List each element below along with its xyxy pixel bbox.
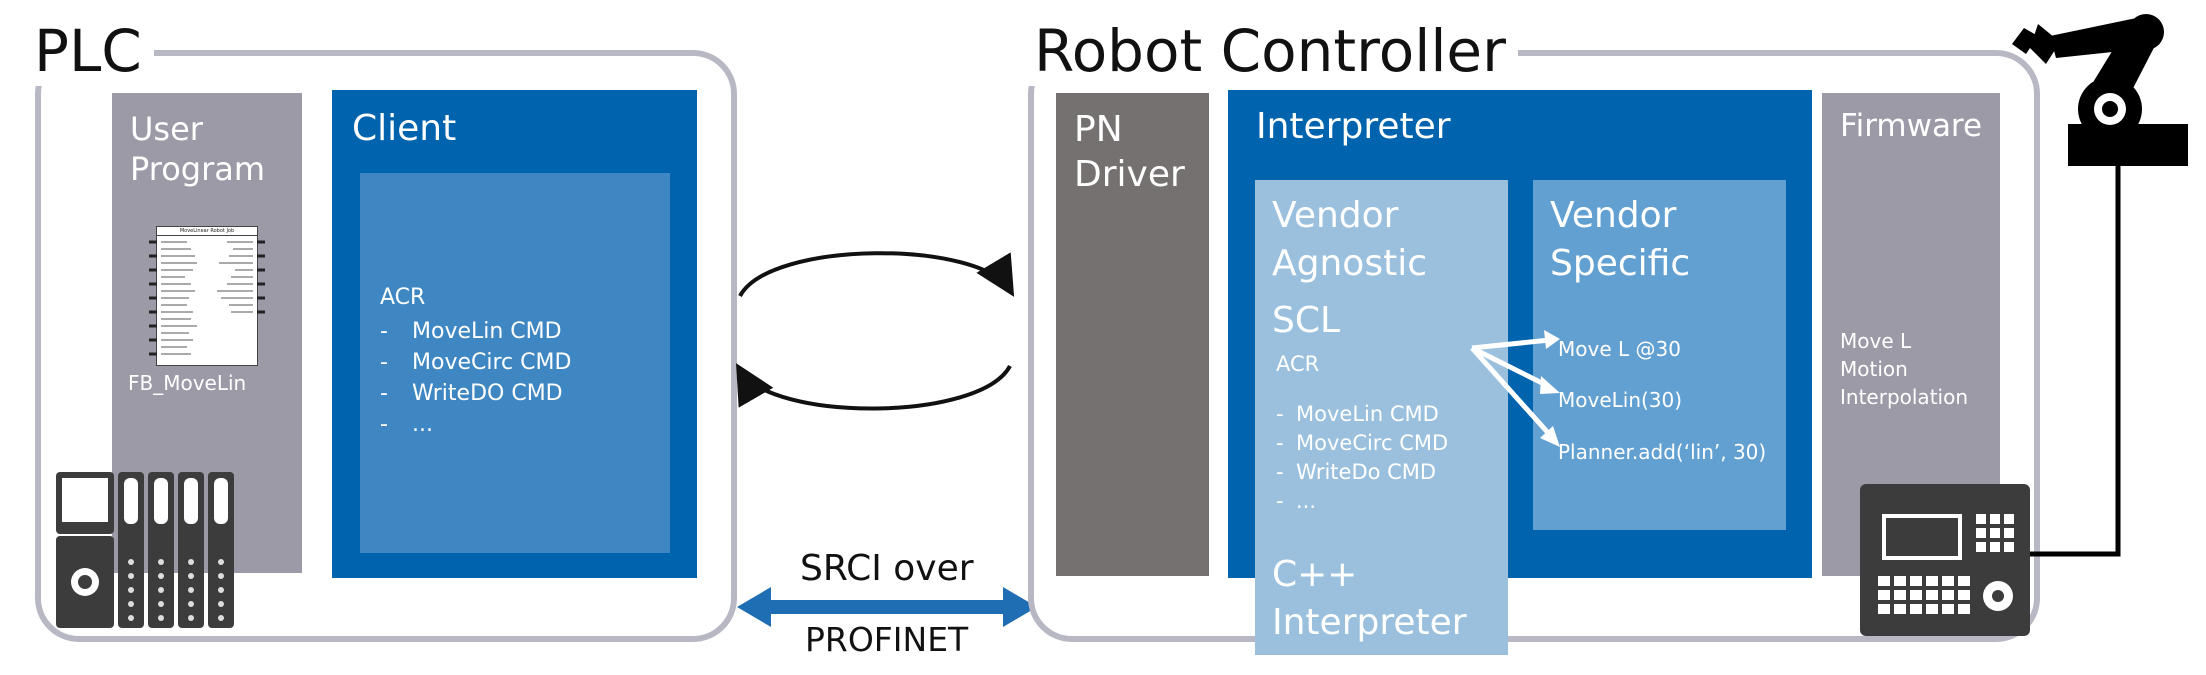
firmware-line: Interpolation — [1840, 385, 1968, 409]
cpp-line1: C++ — [1272, 554, 1358, 595]
client-title: Client — [352, 108, 457, 149]
fb-box-header: MoveLinear Robot Job — [157, 227, 257, 236]
agnostic-command-list: -MoveLin CMD -MoveCirc CMD -WriteDo CMD … — [1276, 400, 1448, 516]
vendor-output-item: Planner.add(‘lin’, 30) — [1558, 440, 1767, 464]
client-command-item: -MoveCirc CMD — [380, 350, 572, 375]
vendor-output-item: MoveLin(30) — [1558, 388, 1683, 412]
plc-title: PLC — [22, 16, 154, 86]
fanout-arrows-icon — [1470, 330, 1560, 447]
cable-line — [2028, 144, 2121, 557]
agnostic-command-item: -MoveCirc CMD — [1276, 431, 1449, 455]
double-arrow-icon — [737, 587, 1037, 627]
vendor-agnostic-line1: Vendor — [1272, 195, 1399, 236]
client-acr-label: ACR — [380, 285, 426, 310]
client-command-list: -MoveLin CMD -MoveCirc CMD -WriteDO CMD … — [380, 316, 571, 440]
agnostic-command-item: -WriteDo CMD — [1276, 460, 1437, 484]
teach-pendant-icon — [1860, 484, 2030, 636]
cycle-arrows-icon — [735, 251, 1015, 411]
interpreter-title: Interpreter — [1256, 106, 1451, 147]
cpp-interpreter-block: C++ Interpreter — [1255, 545, 1508, 655]
user-program-title: User Program — [130, 109, 265, 189]
cpp-interpreter-title: C++ Interpreter — [1272, 551, 1467, 647]
srci-label: SRCI over — [800, 548, 974, 589]
pn-driver-line1: PN — [1074, 109, 1123, 150]
user-program-title-line1: User — [130, 110, 203, 148]
scl-label: SCL — [1272, 300, 1341, 341]
robot-title: Robot Controller — [1022, 16, 1518, 86]
fb-name-label: FB_MoveLin — [128, 371, 247, 395]
firmware-line: Move L — [1840, 329, 1912, 353]
fb-pins-icon — [149, 240, 265, 356]
client-command-item: -WriteDO CMD — [380, 381, 563, 406]
vendor-specific-line1: Vendor — [1550, 195, 1677, 236]
plc-hardware-icon — [56, 472, 234, 628]
pn-driver-title: PN Driver — [1074, 107, 1185, 197]
firmware-line: Motion — [1840, 357, 1908, 381]
user-program-title-line2: Program — [130, 150, 266, 188]
agnostic-command-item: -... — [1276, 489, 1317, 513]
robot-system-graphic — [1860, 14, 2188, 636]
cpp-line2: Interpreter — [1272, 602, 1467, 643]
interpreter-block: Interpreter Vendor Agnostic SCL ACR -Mov… — [1228, 90, 1812, 620]
agnostic-acr-label: ACR — [1276, 352, 1320, 376]
client-block: Client ACR -MoveLin CMD -MoveCirc CMD -W… — [332, 90, 697, 578]
client-command-item: -MoveLin CMD — [380, 319, 562, 344]
vendor-agnostic-line2: Agnostic — [1272, 243, 1427, 284]
profinet-label: PROFINET — [805, 620, 969, 659]
vendor-specific-line2: Specific — [1550, 243, 1691, 284]
pn-driver-block: PN Driver — [1056, 93, 1209, 576]
client-inner-panel: ACR -MoveLin CMD -MoveCirc CMD -WriteDO … — [360, 173, 670, 553]
vendor-specific-panel: Vendor Specific Move L @30 MoveLin(30) P… — [1533, 180, 1786, 530]
robot-arm-icon — [2012, 14, 2188, 166]
fb-diagram-icon: MoveLinear Robot Job — [149, 226, 265, 366]
client-command-item: -... — [380, 412, 433, 437]
firmware-title: Firmware — [1840, 108, 1983, 144]
vendor-specific-title: Vendor Specific — [1550, 192, 1690, 288]
pn-driver-line2: Driver — [1074, 154, 1185, 195]
vendor-output-item: Move L @30 — [1558, 337, 1681, 361]
agnostic-command-item: -MoveLin CMD — [1276, 402, 1439, 426]
vendor-agnostic-title: Vendor Agnostic — [1272, 192, 1427, 288]
